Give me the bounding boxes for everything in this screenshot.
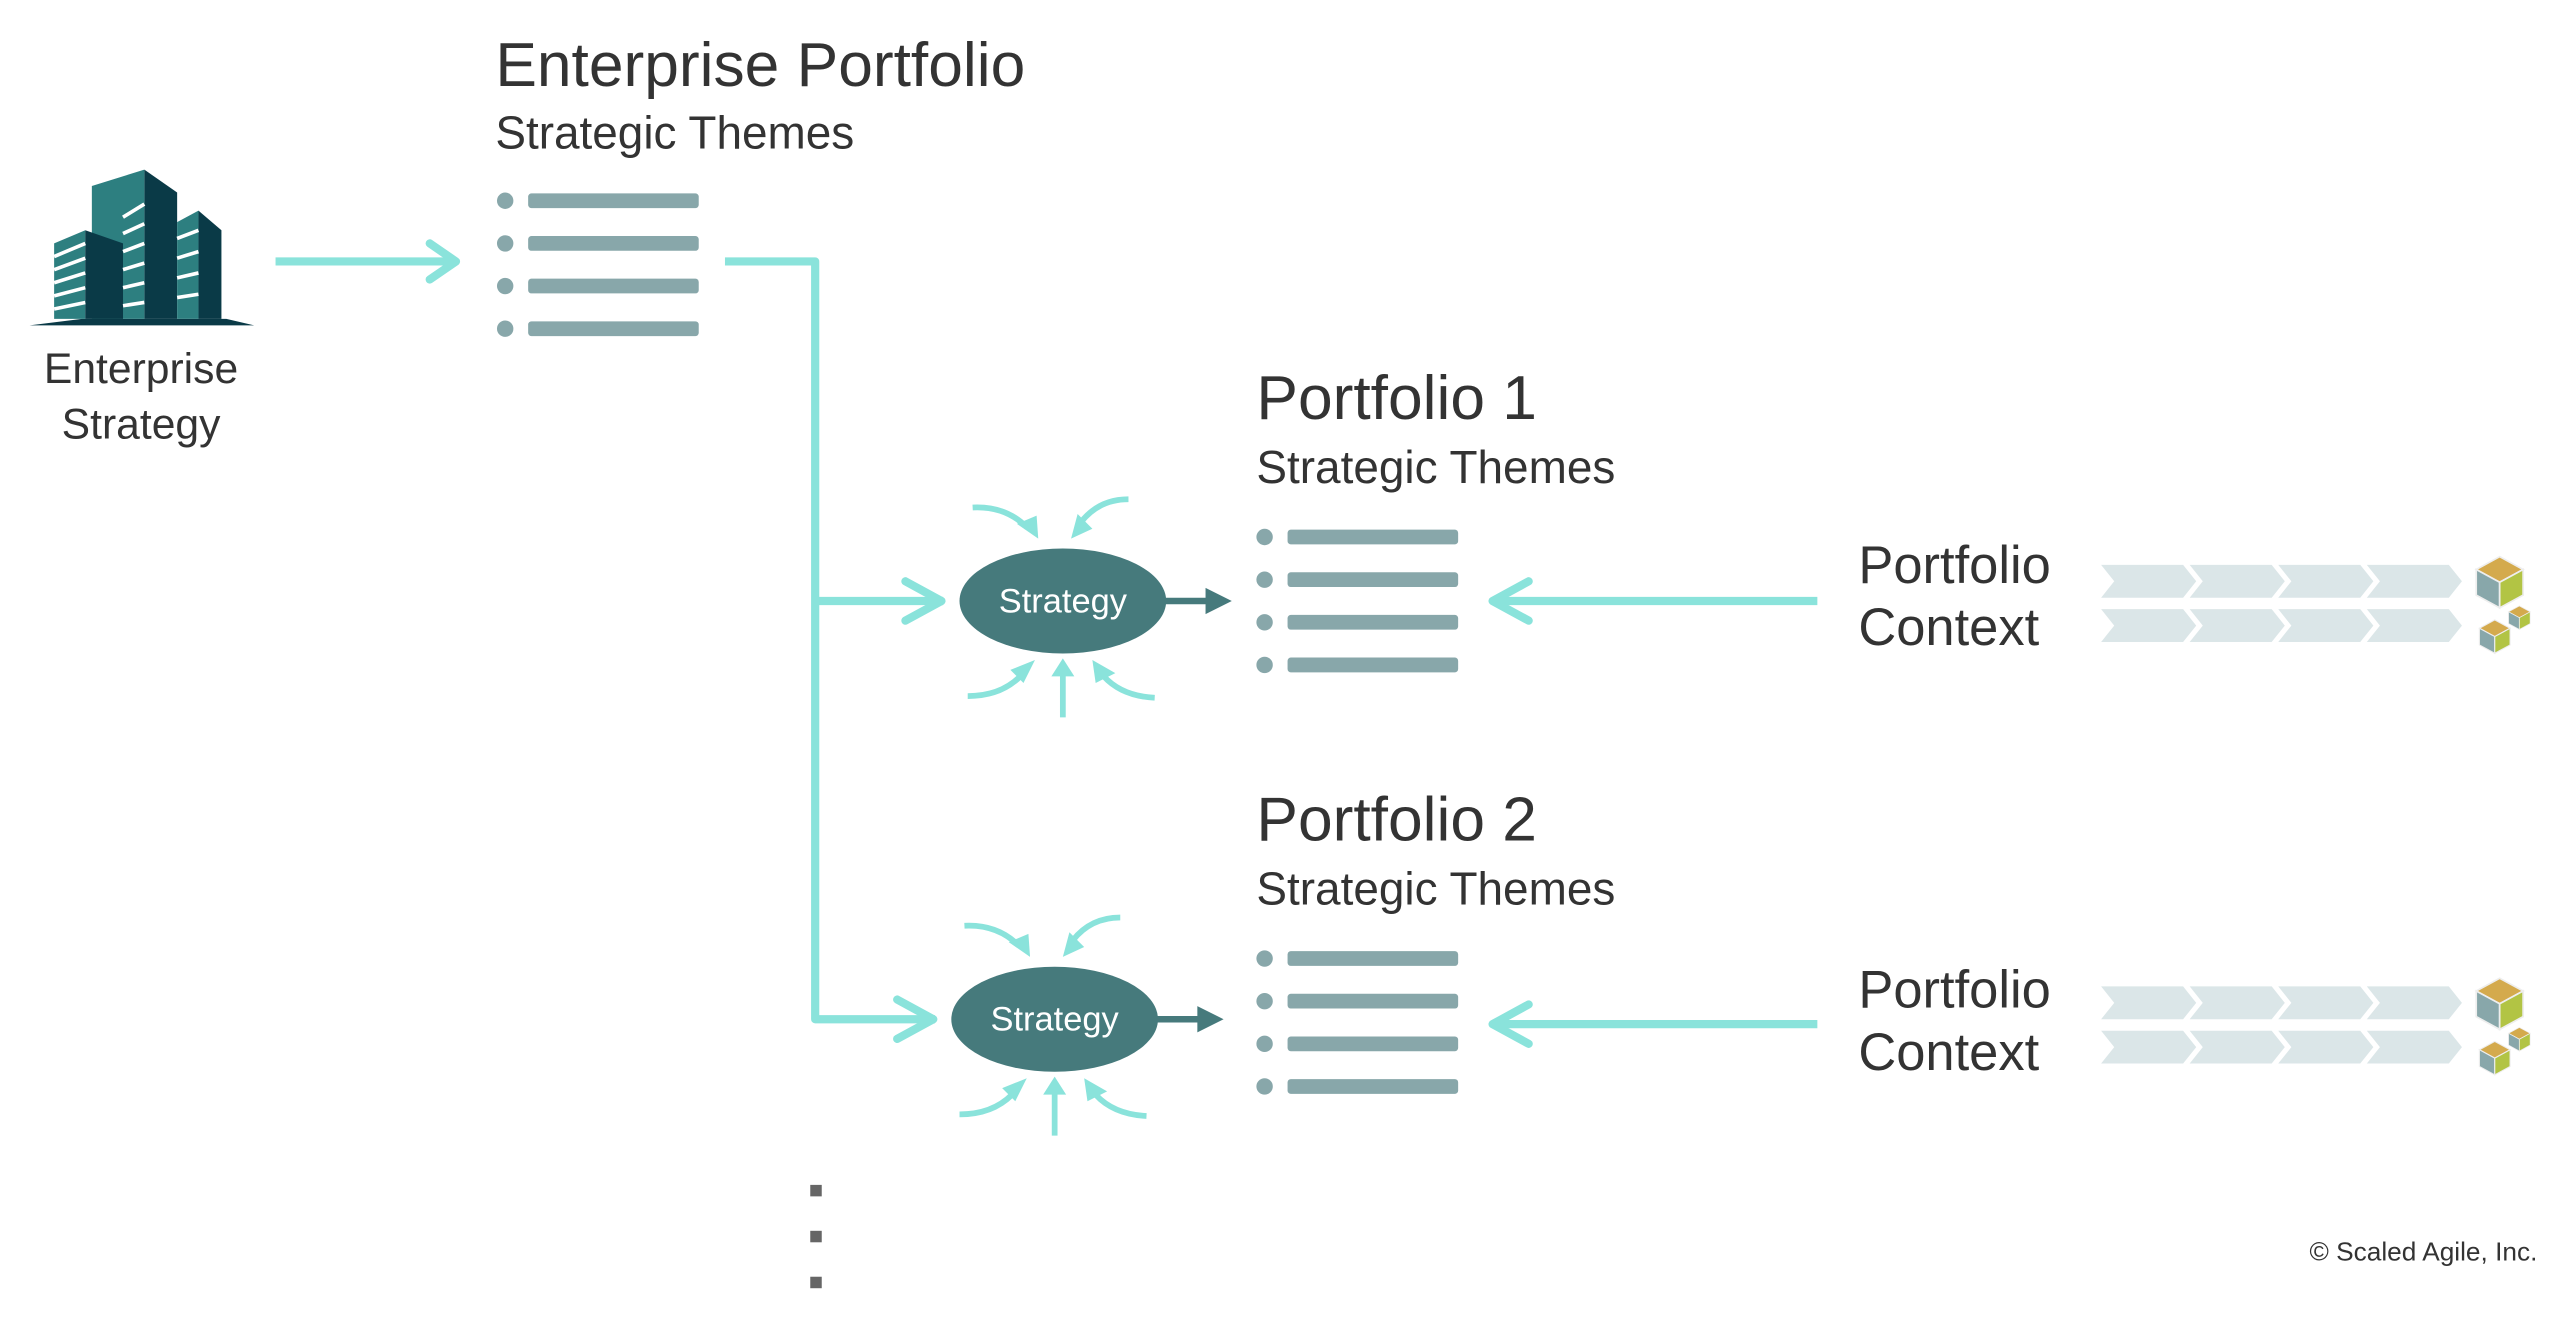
- portfolio-title: Portfolio 1: [1256, 364, 1537, 433]
- enterprise-portfolio-subtitle: Strategic Themes: [495, 106, 854, 158]
- strategy-node-label: Strategy: [999, 582, 1128, 620]
- context-arrow: [1488, 577, 1818, 625]
- more-portfolios-ellipsis: [810, 1184, 822, 1289]
- portfolio-context-line1: Portfolio: [1858, 961, 2050, 1020]
- strategy-output-arrow: [1156, 1006, 1224, 1033]
- solution-cubes-icon: [2475, 555, 2531, 654]
- value-stream-chevrons: [2101, 986, 2462, 1020]
- building-icon: [29, 169, 255, 326]
- portfolio-title: Portfolio 2: [1256, 785, 1537, 854]
- strategy-node: [951, 966, 1158, 1072]
- strategy-node-label: Strategy: [991, 1001, 1120, 1039]
- copyright: © Scaled Agile, Inc.: [2310, 1236, 2538, 1266]
- enterprise-themes-list: [496, 192, 699, 337]
- value-stream-chevrons: [2101, 1030, 2462, 1064]
- portfolio-context-line2: Context: [1858, 598, 2039, 657]
- portfolio-context-line1: Portfolio: [1858, 536, 2050, 595]
- strategy-output-arrow: [1164, 587, 1232, 615]
- solution-cubes-icon: [2475, 977, 2531, 1076]
- portfolio-1: Strategy Portfolio 1 Strategic Themes Po…: [959, 364, 2531, 718]
- portfolio-themes-list: [1256, 528, 1459, 674]
- context-arrow: [1488, 1000, 1818, 1048]
- strategy-to-portfolio-arrow: [275, 239, 461, 284]
- value-stream-chevrons: [2101, 609, 2462, 642]
- portfolio-themes-list: [1256, 950, 1459, 1095]
- portfolio-subtitle: Strategic Themes: [1256, 862, 1615, 914]
- portfolio-context-line2: Context: [1858, 1023, 2039, 1082]
- enterprise-strategy-label-line2: Strategy: [62, 401, 221, 449]
- enterprise-strategy-label-line1: Enterprise: [44, 345, 238, 393]
- portfolio-2: Strategy Portfolio 2 Strategic Themes Po…: [951, 785, 2531, 1135]
- distribution-connector: [724, 257, 946, 1044]
- enterprise-portfolio-title: Enterprise Portfolio: [495, 31, 1025, 100]
- strategy-node: [959, 548, 1167, 654]
- portfolio-subtitle: Strategic Themes: [1256, 441, 1615, 493]
- value-stream-chevrons: [2101, 564, 2462, 598]
